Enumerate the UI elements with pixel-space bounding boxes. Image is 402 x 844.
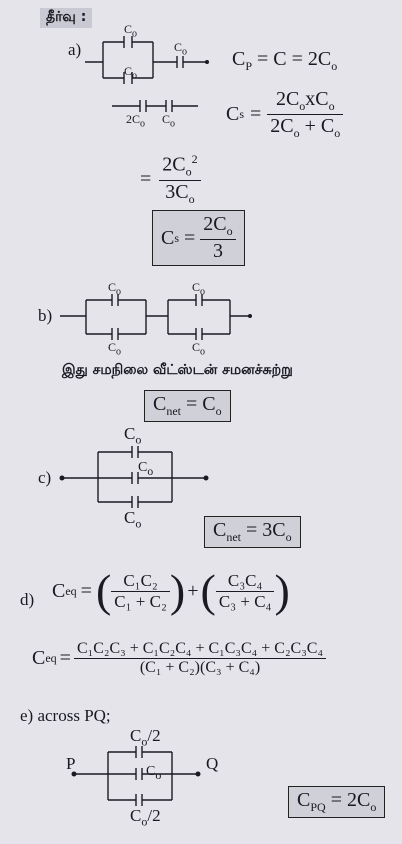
cs-step: = 2Co2 3Co <box>140 152 201 207</box>
cap-c-mid-label: Co <box>138 460 154 478</box>
balanced-bridge-statement: இது சமநிலை வீட்ஸ்டன் சமனச்சுற்று <box>62 362 293 378</box>
cap-e-top-label: Co/2 <box>130 726 161 749</box>
cap-b2-bottom-label: Co <box>192 340 206 358</box>
cap-e-bottom-label: Co/2 <box>130 806 161 829</box>
cp-equation: CP = C = 2Co <box>232 48 338 73</box>
circuit-a-parallel-wires <box>85 36 209 84</box>
circuit-a-parallel <box>85 36 209 84</box>
cap-a-series-right-label: Co <box>162 112 176 130</box>
heading-text: தீர்வு : <box>46 9 87 25</box>
cap-c-bottom-label: Co <box>124 508 142 531</box>
circuit-c <box>59 446 209 508</box>
cap-b1-top-label: Co <box>108 280 122 298</box>
circuit-e-wires <box>71 746 201 806</box>
cap-a-series-label: Co <box>174 40 188 58</box>
circuit-e <box>71 746 201 806</box>
part-c-label: c) <box>38 468 52 487</box>
part-e-result-box: CPQ = 2Co <box>288 786 386 818</box>
cap-a-mid-label: Co <box>124 64 138 82</box>
part-c-result-box: Cnet = 3Co <box>204 516 301 548</box>
cap-c-top-label: Co <box>124 424 142 447</box>
cap-b1-bottom-label: Co <box>108 340 122 358</box>
part-a-label: a) <box>68 40 82 59</box>
part-b-result-box: Cnet = Co <box>144 390 231 422</box>
circuit-a-series-wires <box>112 100 198 112</box>
node-p-label: P <box>66 754 76 773</box>
node-q-label: Q <box>206 754 219 773</box>
part-b-label: b) <box>38 306 53 325</box>
cap-b2-top-label: Co <box>192 280 206 298</box>
cap-a-top-label: Co <box>124 22 138 40</box>
part-d-label: d) <box>20 590 35 609</box>
solution-heading: தீர்வு : <box>40 8 93 28</box>
circuit-b-wires <box>60 294 252 340</box>
circuit-b <box>60 294 252 340</box>
cap-a-series-left-label: 2Co <box>126 112 146 130</box>
part-e-label: e) across PQ; <box>20 706 111 725</box>
circuit-c-wires <box>59 446 209 508</box>
cap-e-mid-label: Co <box>146 764 162 782</box>
circuit-a-series <box>112 100 198 112</box>
